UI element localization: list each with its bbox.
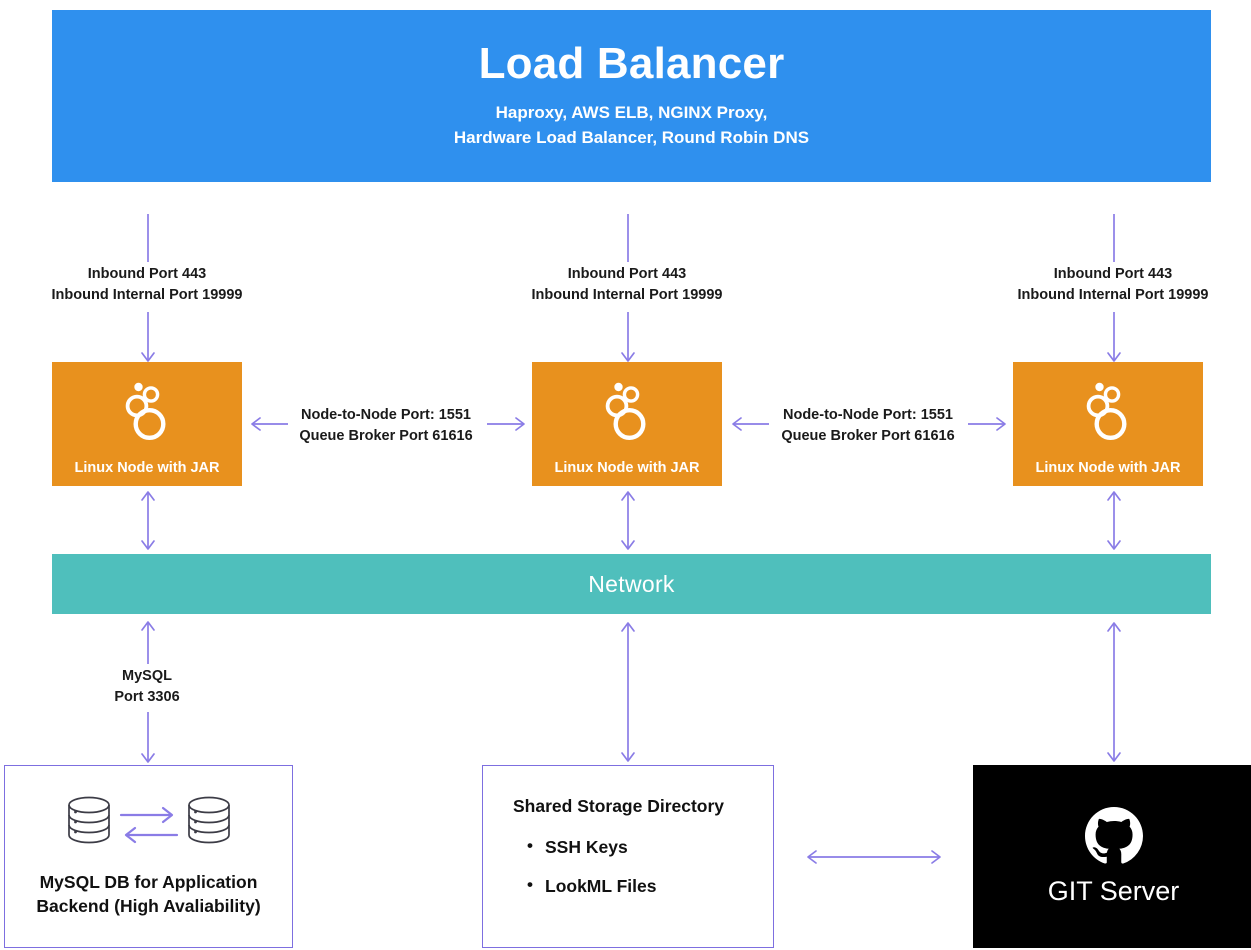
db-sync-arrows-icon — [119, 806, 178, 843]
node-link-label-1-line1: Node-to-Node Port: 1551 — [301, 407, 471, 423]
looker-icon — [1013, 362, 1203, 460]
inbound-label-1-line1: Inbound Port 443 — [87, 266, 207, 282]
list-item: SSH Keys — [527, 836, 773, 858]
inbound-arrow-2 — [621, 312, 635, 362]
inbound-arrow-3 — [1107, 312, 1121, 362]
load-balancer-subtitle-line1: Haproxy, AWS ELB, NGINX Proxy, — [495, 103, 768, 123]
node-link-label-2-line2: Queue Broker Port 61616 — [781, 427, 955, 444]
load-balancer-box: Load Balancer Haproxy, AWS ELB, NGINX Pr… — [52, 10, 1211, 182]
node-link-arrow-left-2 — [732, 417, 769, 431]
inbound-label-2-line2: Inbound Internal Port 19999 — [531, 286, 723, 303]
mysql-arrow-up — [141, 621, 155, 664]
storage-git-arrow — [807, 850, 941, 864]
linux-node-2[interactable]: Linux Node with JAR — [532, 362, 722, 486]
mysql-arrow-down — [141, 712, 155, 763]
database-cylinder-icon — [187, 796, 230, 844]
git-network-arrow — [1107, 622, 1121, 762]
mysql-db-box: MySQL DB for Application Backend (High A… — [4, 765, 293, 948]
mysql-db-caption-line2: Backend (High Avaliability) — [36, 895, 261, 916]
linux-node-2-label: Linux Node with JAR — [554, 459, 700, 476]
mysql-link-label-line2: Port 3306 — [114, 688, 180, 705]
linux-node-1[interactable]: Linux Node with JAR — [52, 362, 242, 486]
load-balancer-subtitle-line2: Hardware Load Balancer, Round Robin DNS — [453, 128, 810, 148]
node-network-arrow-1 — [141, 491, 155, 550]
node-link-label-1-line2: Queue Broker Port 61616 — [299, 427, 473, 444]
linux-node-3[interactable]: Linux Node with JAR — [1013, 362, 1203, 486]
inbound-line-3 — [1113, 214, 1115, 262]
shared-storage-box: Shared Storage Directory SSH Keys LookML… — [482, 765, 774, 948]
storage-network-arrow — [621, 622, 635, 762]
mysql-link-label-line1: MySQL — [122, 668, 172, 684]
linux-node-1-label: Linux Node with JAR — [74, 459, 220, 476]
node-link-label-2: Node-to-Node Port: 1551 Queue Broker Por… — [770, 405, 966, 446]
node-link-arrow-right-1 — [487, 417, 525, 431]
mysql-db-caption: MySQL DB for Application Backend (High A… — [36, 871, 260, 918]
looker-icon — [532, 362, 722, 460]
inbound-label-2-line1: Inbound Port 443 — [567, 266, 687, 282]
inbound-label-3-line2: Inbound Internal Port 19999 — [1017, 286, 1209, 303]
node-network-arrow-2 — [621, 491, 635, 550]
linux-node-3-label: Linux Node with JAR — [1035, 459, 1181, 476]
inbound-arrow-1 — [141, 312, 155, 362]
mysql-link-label: MySQL Port 3306 — [47, 666, 247, 707]
node-link-arrow-right-2 — [968, 417, 1006, 431]
database-icons — [65, 795, 233, 853]
load-balancer-title: Load Balancer — [478, 39, 785, 89]
node-link-label-1: Node-to-Node Port: 1551 Queue Broker Por… — [288, 405, 484, 446]
network-label: Network — [588, 570, 675, 597]
github-octocat-icon — [1084, 806, 1143, 870]
inbound-label-1: Inbound Port 443 Inbound Internal Port 1… — [22, 264, 272, 305]
git-server-label: GIT Server — [1047, 875, 1180, 906]
looker-icon — [52, 362, 242, 460]
mysql-db-caption-line1: MySQL DB for Application — [39, 871, 258, 892]
database-cylinder-icon — [67, 796, 110, 844]
inbound-label-3-line1: Inbound Port 443 — [1053, 266, 1173, 282]
shared-storage-list: SSH Keys LookML Files — [513, 836, 773, 897]
inbound-label-1-line2: Inbound Internal Port 19999 — [51, 286, 243, 303]
list-item: LookML Files — [527, 875, 773, 897]
inbound-label-3: Inbound Port 443 Inbound Internal Port 1… — [988, 264, 1238, 305]
inbound-line-1 — [147, 214, 149, 262]
git-server-box: GIT Server — [973, 765, 1251, 948]
node-network-arrow-3 — [1107, 491, 1121, 550]
shared-storage-title: Shared Storage Directory — [513, 796, 725, 816]
node-link-arrow-left-1 — [251, 417, 288, 431]
network-box: Network — [52, 554, 1211, 614]
load-balancer-subtitle: Haproxy, AWS ELB, NGINX Proxy, Hardware … — [454, 101, 809, 150]
inbound-line-2 — [627, 214, 629, 262]
node-link-label-2-line1: Node-to-Node Port: 1551 — [783, 407, 953, 423]
inbound-label-2: Inbound Port 443 Inbound Internal Port 1… — [502, 264, 752, 305]
